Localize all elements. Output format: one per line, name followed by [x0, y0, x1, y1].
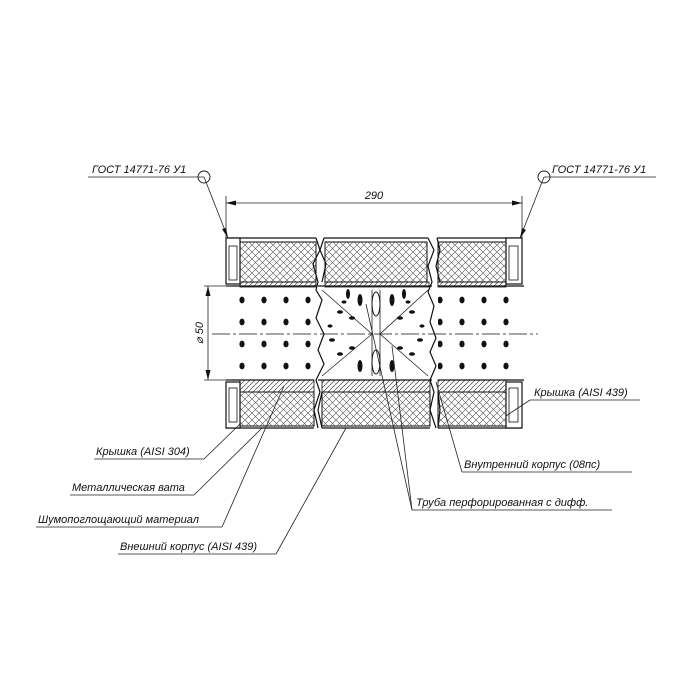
- dimension-length: [225, 196, 523, 238]
- callout-metal-wool: [70, 427, 263, 496]
- dim-diameter-label: ⌀ 50: [194, 321, 206, 344]
- callout-cap-439: [505, 399, 640, 417]
- callout-cap-304: [94, 423, 241, 460]
- callout-absorbing: [36, 385, 285, 528]
- weld-symbol-left: [88, 170, 229, 239]
- break-lines: [312, 237, 441, 429]
- right-end-cap: [505, 237, 523, 429]
- callout-absorbing-label: Шумопоглощающий материал: [38, 514, 199, 526]
- callout-outer-shell-label: Внешний корпус (AISI 439): [120, 541, 257, 553]
- callout-perf-pipe: [365, 303, 612, 511]
- callout-metal-wool-label: Металлическая вата: [72, 482, 185, 494]
- left-end-cap: [225, 237, 241, 429]
- weld-right-label: ГОСТ 14771-76 У1: [552, 164, 646, 176]
- diffuser: [318, 285, 432, 381]
- callout-perf-pipe-label: Труба перфорированная с дифф.: [416, 497, 588, 509]
- perforated-pipe: [226, 285, 524, 381]
- lower-insulation: [239, 391, 507, 427]
- callout-cap-439-label: Крышка (AISI 439): [534, 387, 628, 399]
- weld-left-label: ГОСТ 14771-76 У1: [92, 164, 186, 176]
- callout-inner-shell-label: Внутренний корпус (08пс): [464, 459, 601, 471]
- callout-cap-304-label: Крышка (AISI 304): [96, 446, 190, 458]
- dimension-diameter: [204, 285, 232, 381]
- upper-insulation: [239, 241, 507, 283]
- outer-shell: [226, 237, 522, 429]
- inner-shell-strips: [239, 281, 507, 393]
- dim-length-label: 290: [364, 190, 384, 202]
- weld-symbol-right: [519, 170, 656, 239]
- callout-inner-shell: [435, 381, 632, 473]
- callout-outer-shell: [118, 427, 347, 555]
